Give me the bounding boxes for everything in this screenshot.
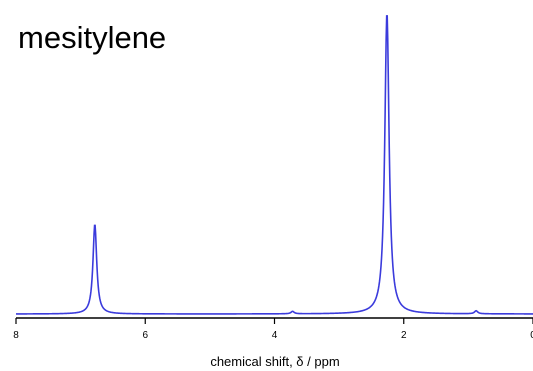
chart-title: mesitylene: [18, 20, 167, 55]
x-tick-label: 6: [142, 330, 148, 341]
spectrum-line: [16, 15, 533, 315]
x-axis-label: chemical shift, δ / ppm: [210, 354, 339, 369]
x-tick-label: 2: [401, 330, 407, 341]
x-tick-label: 4: [272, 330, 278, 341]
x-tick-label: 0: [530, 330, 533, 341]
x-axis-ticks: 8 6 4 2 0: [13, 318, 533, 341]
x-tick-label: 8: [13, 330, 19, 341]
